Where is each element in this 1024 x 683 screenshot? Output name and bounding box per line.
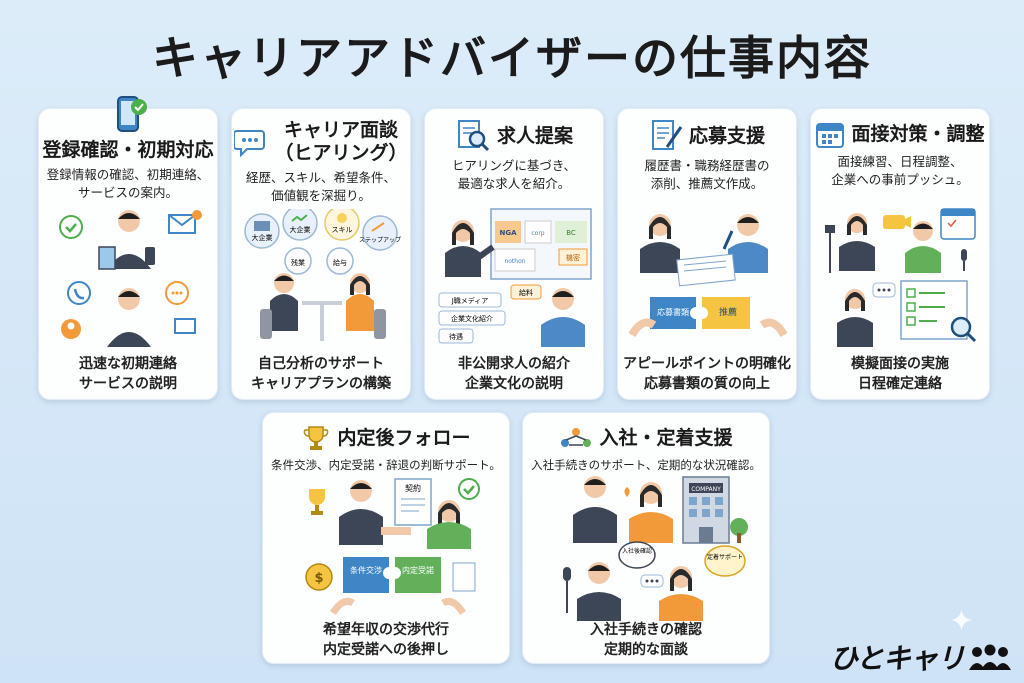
job-logo-nothon: nothon — [504, 258, 525, 265]
card-description: 履歴書・職務経歴書の添削、推薦文作成。 — [644, 158, 770, 192]
card-application-support: 応募支援 履歴書・職務経歴書の添削、推薦文作成。 応募書類 推薦 アピールポイン… — [617, 108, 797, 400]
job-logo-nga: NGA — [499, 229, 517, 237]
tag-offer-accept: 内定受諾 — [402, 565, 434, 575]
tag-post-join-check: 入社後確認 — [622, 547, 652, 555]
card-job-proposal: 求人提案 ヒアリングに基づき、最適な求人を紹介。 NGA corp BC not… — [424, 108, 604, 400]
card-footer: 希望年収の交渉代行内定受諾への後押し — [323, 622, 449, 658]
company-sign: COMPANY — [691, 486, 721, 493]
card-footer: 迅速な初期連絡サービスの説明 — [79, 356, 177, 392]
card-footer: 非公開求人の紹介企業文化の説明 — [458, 356, 570, 392]
card-title: 内定後フォロー — [337, 426, 471, 449]
card-description: 面接練習、日程調整、企業への事前プッシュ。 — [831, 154, 969, 188]
sparkle-icon: ✦ — [948, 604, 974, 639]
tag-overtime: 残業 — [291, 258, 305, 267]
card-footer: 自己分析のサポートキャリアプランの構築 — [251, 356, 391, 392]
card-title: キャリア面談（ヒアリング） — [274, 119, 408, 164]
card-title: 求人提案 — [496, 124, 573, 147]
tag-large-company-2: 大企業 — [290, 225, 311, 234]
tag-salary: 給与 — [333, 258, 347, 267]
dollar-coin-icon: $ — [314, 571, 323, 586]
tag-large-company-1: 大企業 — [252, 233, 273, 242]
job-logo-corp: corp — [531, 230, 544, 237]
card-interview-prep: 面接対策・調整 面接練習、日程調整、企業への事前プッシュ。 — [810, 108, 990, 400]
smartphone-check-icon — [114, 95, 148, 135]
card-title: 面接対策・調整 — [851, 122, 985, 145]
card-description: 経歴、スキル、希望条件、価値観を深掘り。 — [245, 169, 396, 203]
tag-documents: 応募書類 — [657, 307, 689, 317]
speech-bubble-icon — [234, 127, 268, 157]
card-description: 入社手続きのサポート、定期的な状況確認。 — [531, 458, 761, 472]
card-description: 条件交渉、内定受諾・辞退の判断サポート。 — [271, 458, 501, 472]
page-title: キャリアアドバイザーの仕事内容 — [152, 31, 872, 85]
card-title: 応募支援 — [688, 124, 765, 147]
job-proposal-illustration: NGA corp BC nothon 機密 J職メディア 企業文化紹介 待遇 給… — [435, 207, 593, 349]
calendar-icon — [815, 119, 845, 149]
tag-step-up: ステップアップ — [359, 237, 401, 244]
card-description: ヒアリングに基づき、最適な求人を紹介。 — [451, 158, 577, 192]
tag-negotiation: 条件交渉 — [350, 565, 382, 575]
tag-recommendation: 推薦 — [719, 306, 737, 318]
tag-culture: 企業文化紹介 — [451, 314, 493, 323]
card-footer: アピールポイントの明確化応募書類の質の向上 — [623, 356, 791, 392]
card-registration: 登録確認・初期対応 登録情報の確認、初期連絡、サービスの案内。 — [38, 96, 218, 400]
trophy-icon — [301, 423, 331, 453]
tag-confidential: 機密 — [566, 253, 580, 262]
tag-media: J職メディア — [451, 296, 489, 305]
card-footer: 入社手続きの確認定期的な面談 — [590, 622, 702, 658]
tag-pay: 給料 — [519, 288, 533, 297]
brand-logo: ひとキャリ — [830, 637, 1012, 677]
onboarding-illustration: COMPANY 入社後確認 定着サポート — [533, 473, 759, 623]
application-illustration: 応募書類 推薦 — [628, 207, 788, 349]
card-career-interview: キャリア面談（ヒアリング） 経歴、スキル、希望条件、価値観を深掘り。 大企業 大… — [231, 108, 411, 400]
card-onboarding: 入社・定着支援 入社手続きのサポート、定期的な状況確認。 COMPANY — [522, 412, 770, 664]
card-title: 入社・定着支援 — [599, 426, 733, 449]
interview-prep-illustration — [821, 207, 979, 349]
card-footer: 模擬面接の実施日程確定連絡 — [851, 356, 949, 392]
document-search-icon — [455, 119, 491, 153]
post-offer-illustration: 契約 $ 条件交渉 内定受諾 — [273, 473, 499, 623]
card-post-offer: 内定後フォロー 条件交渉、内定受諾・辞退の判断サポート。 契約 $ 条 — [262, 412, 510, 664]
tag-retention-support: 定着サポート — [707, 553, 743, 561]
document-pen-icon — [649, 119, 683, 153]
tag-skill: スキル — [332, 226, 353, 234]
interview-illustration: 大企業 大企業 スキル ステップアップ 残業 給与 — [242, 209, 401, 349]
tag-contract: 契約 — [405, 483, 421, 493]
registration-illustration — [49, 207, 207, 355]
logo-text: ひとキャリ — [829, 642, 965, 675]
job-logo-bc: BC — [566, 229, 576, 237]
people-network-icon — [559, 423, 593, 453]
card-description: 登録情報の確認、初期連絡、サービスの案内。 — [46, 166, 210, 200]
tag-treatment: 待遇 — [449, 332, 463, 341]
card-title: 登録確認・初期対応 — [42, 139, 214, 161]
people-icon — [968, 644, 1012, 670]
